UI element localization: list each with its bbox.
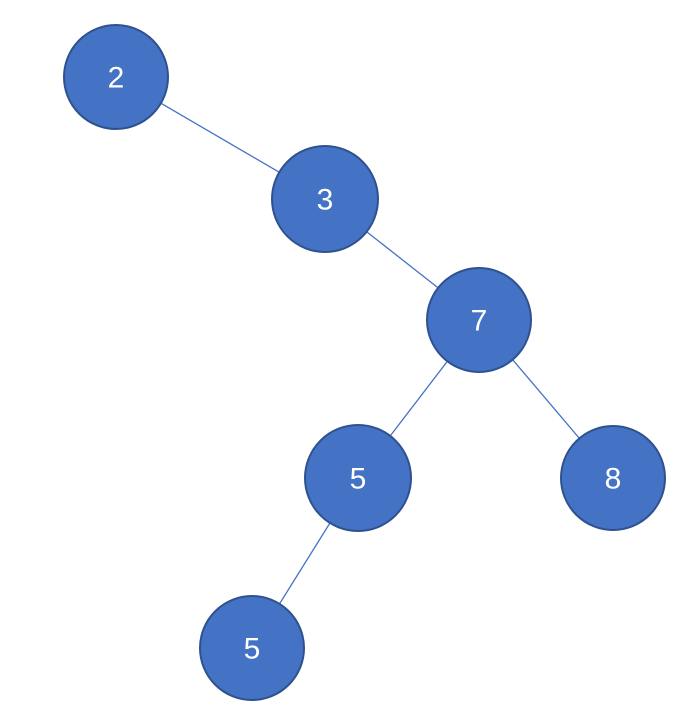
tree-node-label: 8 [605, 463, 622, 496]
tree-node-label: 3 [317, 184, 334, 217]
tree-node-circle[interactable] [304, 424, 412, 532]
tree-node-label: 5 [350, 463, 367, 496]
tree-node-circle[interactable] [271, 145, 379, 253]
tree-node-label: 2 [108, 62, 125, 95]
tree-node-n8[interactable]: 8 [560, 425, 666, 531]
tree-node-circle[interactable] [199, 595, 305, 701]
tree-node-n5[interactable]: 5 [304, 424, 412, 532]
tree-node-n3[interactable]: 3 [271, 145, 379, 253]
tree-node-n5b[interactable]: 5 [199, 595, 305, 701]
tree-node-circle[interactable] [63, 24, 169, 130]
tree-node-label: 5 [244, 633, 261, 666]
tree-node-label: 7 [471, 305, 488, 338]
tree-node-circle[interactable] [426, 267, 532, 373]
tree-node-circle[interactable] [560, 425, 666, 531]
tree-node-n2[interactable]: 2 [63, 24, 169, 130]
tree-node-n7[interactable]: 7 [426, 267, 532, 373]
